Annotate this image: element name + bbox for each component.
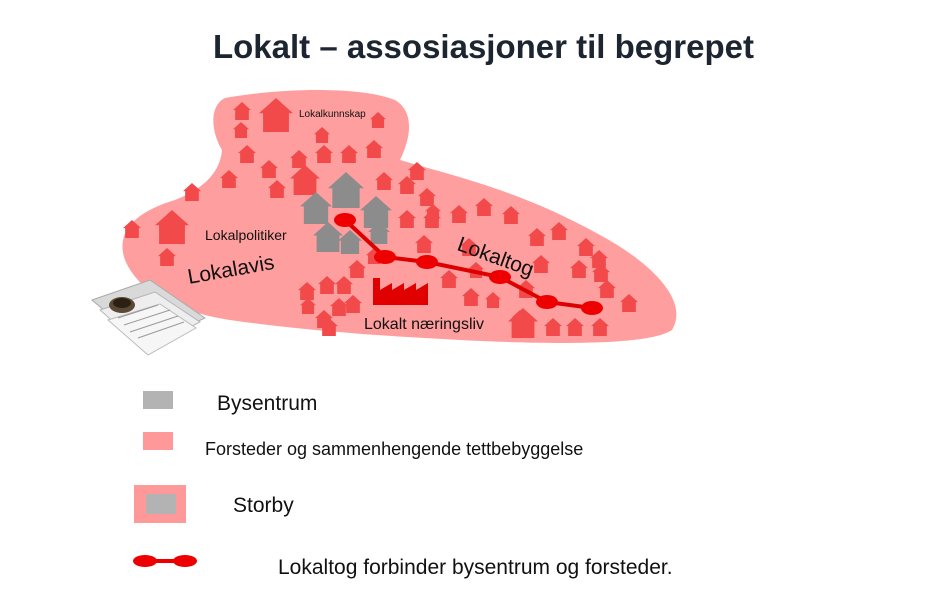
suburb-area <box>122 90 677 343</box>
factory-icon <box>373 278 428 305</box>
house-icon <box>408 162 426 180</box>
house-icon <box>315 145 333 163</box>
house-icon <box>330 298 348 316</box>
label-lokalpolitiker: Lokalpolitiker <box>205 227 287 243</box>
house-icon <box>423 210 441 228</box>
house-icon <box>158 248 176 266</box>
legend-swatch-lokaltog <box>133 555 197 567</box>
legend-label-bysentrum: Bysentrum <box>217 392 318 415</box>
house-icon <box>340 145 358 163</box>
page-title: Lokalt – assosiasjoner til begrepet <box>212 28 755 65</box>
house-icon <box>335 276 353 294</box>
house-icon <box>577 238 595 256</box>
house-icon <box>591 318 609 336</box>
rail-station <box>489 270 511 284</box>
house-icon <box>320 318 338 336</box>
legend-swatch-bysentrum <box>143 391 173 409</box>
rail-station <box>416 255 438 269</box>
center-building-icon <box>338 230 362 254</box>
house-icon <box>460 238 478 256</box>
house-icon <box>450 205 468 223</box>
legend-swatch-forsteder <box>143 432 173 450</box>
newspaper-icon <box>91 279 207 356</box>
rail-station <box>581 301 603 315</box>
house-icon <box>528 228 546 246</box>
house-icon <box>590 250 608 268</box>
house-icon <box>300 298 316 314</box>
house-icon <box>220 170 238 188</box>
label-lokalkunnskap: Lokalkunnskap <box>299 109 366 120</box>
house-icon <box>183 183 201 201</box>
rail-station <box>374 250 396 264</box>
house-icon <box>155 210 189 244</box>
house-icon <box>462 288 480 306</box>
house-icon <box>233 102 251 120</box>
house-icon <box>532 255 550 273</box>
house-icon <box>290 150 308 168</box>
house-icon <box>348 260 366 278</box>
house-icon <box>398 176 416 194</box>
house-icon <box>502 206 520 224</box>
house-icon <box>544 318 562 336</box>
house-icon <box>365 140 383 158</box>
center-building-icon <box>360 196 392 228</box>
legend-label-lokaltog: Lokaltog forbinder bysentrum og forstede… <box>278 556 673 579</box>
house-icon <box>592 264 610 282</box>
center-building-icon <box>368 222 390 244</box>
house-icon <box>566 318 584 336</box>
legend-swatch-storby-inner <box>146 494 176 514</box>
house-icon <box>508 308 538 338</box>
house-icon <box>344 295 362 313</box>
rail-line <box>334 213 603 315</box>
house-icon <box>398 210 416 228</box>
house-icon <box>318 276 336 294</box>
house-icon <box>415 235 433 253</box>
house-icon <box>238 145 256 163</box>
house-icon <box>598 280 616 298</box>
house-icon <box>290 165 320 195</box>
label-naeringsliv: Lokalt næringsliv <box>364 316 485 333</box>
legend-label-forsteder: Forsteder og sammenhengende tettbebyggel… <box>205 439 584 459</box>
center-building-icon <box>313 222 343 252</box>
rail-station <box>334 213 356 227</box>
house-icon <box>375 172 393 190</box>
house-icon <box>260 160 278 178</box>
house-icon <box>550 222 568 240</box>
house-icon <box>370 112 386 128</box>
center-building-icon <box>300 192 332 224</box>
house-icon <box>298 282 316 300</box>
house-icon <box>418 188 436 206</box>
house-icon <box>268 180 286 198</box>
rail-station <box>536 295 558 309</box>
center-building-icon <box>328 172 364 208</box>
house-icon <box>620 294 638 312</box>
house-icon <box>485 292 501 308</box>
house-icon <box>570 260 588 278</box>
house-icon <box>233 122 249 138</box>
legend-label-storby: Storby <box>233 494 294 517</box>
house-icon <box>259 98 293 132</box>
house-icon <box>440 270 458 288</box>
house-icon <box>475 198 493 216</box>
house-icon <box>314 127 330 143</box>
house-icon <box>123 220 141 238</box>
